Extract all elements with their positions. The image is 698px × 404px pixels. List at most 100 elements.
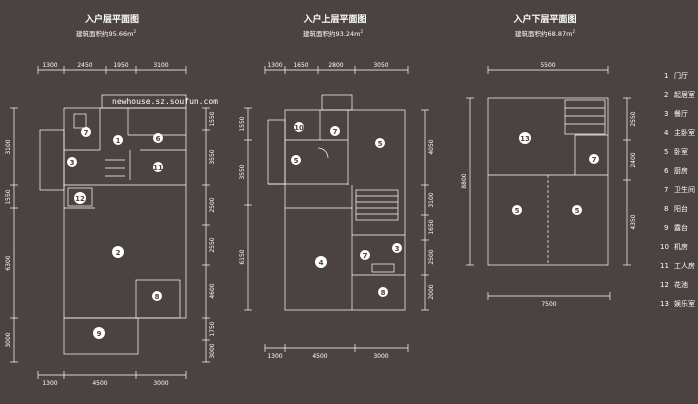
dim-label: 4350: [630, 214, 637, 229]
legend-label: 娱乐室: [674, 299, 695, 308]
room-number: 3: [70, 159, 75, 167]
dim-label: 1300: [42, 380, 57, 387]
dim-label: 1300: [267, 353, 282, 360]
legend-label: 厨房: [674, 166, 688, 175]
dim-label: 2550: [630, 111, 637, 126]
room-markers: [67, 122, 599, 339]
dim-label: 1650: [293, 62, 308, 69]
dim-label: 4600: [209, 283, 216, 298]
legend-num: 1: [664, 72, 668, 80]
plan3-area: 建筑面积约68.87m2: [515, 29, 575, 38]
plan1-walls: [39, 94, 187, 355]
dim-label: 4050: [428, 139, 435, 154]
room-marker: [291, 155, 301, 165]
room-number: 1: [116, 137, 121, 145]
dim-label: 3100: [153, 62, 168, 69]
plan1-title: 入户层平面图: [84, 13, 139, 25]
room-number: 13: [520, 135, 530, 143]
room-marker: [153, 162, 163, 172]
room-marker: [589, 154, 599, 164]
room-number: 11: [153, 164, 163, 172]
room-marker: [153, 133, 163, 143]
room-numbers: 1 3 6 7 11 12 2 8 9 10 7 5 5 4 7 3 8 13 …: [70, 124, 597, 338]
plan-titles: 入户层平面图 建筑面积约95.66m2 入户上层平面图 建筑面积约93.24m2…: [76, 13, 577, 38]
watermark: newhouse.sz.soufun.com: [112, 97, 218, 106]
legend-num: 4: [664, 129, 669, 137]
dim-label: 3100: [428, 192, 435, 207]
legend-num: 11: [660, 262, 669, 270]
dim-label: 3550: [239, 164, 246, 179]
legend-label: 露台: [674, 223, 688, 232]
legend-label: 起居室: [674, 90, 695, 99]
dim-label: 4500: [312, 353, 327, 360]
legend-label: 主卧室: [674, 128, 695, 137]
dim-label: 5500: [540, 62, 555, 69]
room-number: 5: [294, 157, 299, 165]
room-marker: [315, 256, 327, 268]
room-marker: [74, 192, 86, 204]
plan2-dimension-lines: [244, 66, 429, 352]
room-marker: [360, 250, 370, 260]
plan3-title: 入户下层平面图: [512, 13, 576, 25]
dim-label: 3000: [373, 353, 388, 360]
room-marker: [93, 327, 105, 339]
dim-label: 1750: [209, 321, 216, 336]
dim-label: 2550: [209, 237, 216, 252]
room-marker: [294, 122, 304, 132]
legend-num: 6: [664, 167, 669, 175]
plan2-walls: [267, 94, 406, 311]
dim-label: 6300: [5, 255, 12, 270]
room-number: 9: [97, 330, 102, 338]
room-marker: [81, 127, 91, 137]
dim-label: 3100: [5, 139, 12, 154]
room-marker: [378, 287, 388, 297]
dim-label: 3000: [209, 343, 216, 358]
dim-label: 3050: [373, 62, 388, 69]
legend-label: 花池: [674, 280, 688, 289]
room-number: 10: [294, 124, 304, 132]
dim-label: 2450: [77, 62, 92, 69]
legend-label: 阳台: [674, 204, 688, 213]
legend-num: 3: [664, 110, 668, 118]
legend-label: 机房: [674, 242, 688, 251]
dim-label: 4500: [92, 380, 107, 387]
dim-label: 1550: [5, 189, 12, 204]
room-number: 5: [515, 207, 520, 215]
dim-label: 2500: [209, 197, 216, 212]
room-number: 2: [116, 249, 121, 257]
legend-num: 2: [664, 91, 668, 99]
dim-label: 1950: [113, 62, 128, 69]
plan2-dimension-labels: 1300 1650 2800 3050 1300 4500 3000 1550 …: [239, 62, 435, 360]
room-number: 8: [381, 289, 386, 297]
dim-label: 1300: [267, 62, 282, 69]
legend-num: 10: [660, 243, 669, 251]
legend-num: 12: [660, 281, 669, 289]
dim-label: 2400: [630, 152, 637, 167]
room-number: 7: [592, 156, 597, 164]
room-marker: [572, 205, 582, 215]
dim-label: 7500: [541, 301, 556, 308]
legend-num: 5: [664, 148, 668, 156]
room-number: 3: [395, 245, 400, 253]
room-number: 5: [378, 140, 383, 148]
room-marker: [519, 132, 531, 144]
dim-label: 3550: [209, 149, 216, 164]
plan3-dimension-labels: 5500 7500 8800 2550 2400 4350: [461, 62, 637, 308]
dim-label: 1300: [42, 62, 57, 69]
legend-label: 工人房: [674, 261, 695, 270]
legend-num: 13: [660, 300, 669, 308]
room-number: 5: [575, 207, 580, 215]
dim-label: 2000: [428, 284, 435, 299]
legend-label: 卫生间: [674, 185, 695, 194]
room-marker: [113, 135, 123, 145]
legend-num: 7: [664, 186, 668, 194]
plan1-dimension-labels: 1300 2450 1950 3100 1300 4500 3000 3100 …: [5, 62, 216, 387]
dim-label: 3000: [153, 380, 168, 387]
room-number: 4: [319, 259, 324, 267]
dim-label: 1650: [428, 219, 435, 234]
plan2-title: 入户上层平面图: [302, 13, 366, 25]
plan3-walls: [487, 97, 609, 266]
room-marker: [67, 157, 77, 167]
room-marker: [112, 246, 124, 258]
